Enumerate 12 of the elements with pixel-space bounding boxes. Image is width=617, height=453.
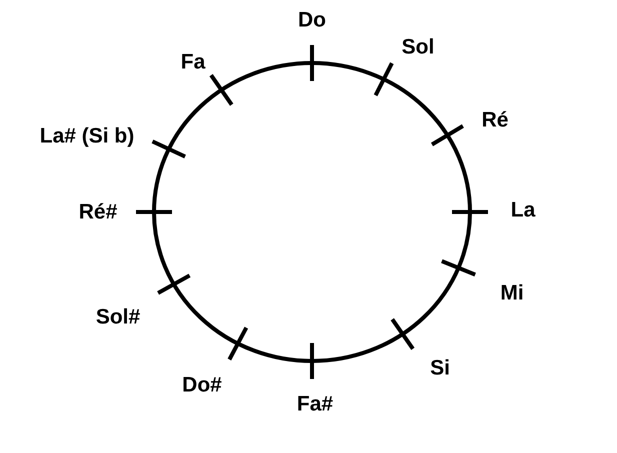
note-label: Ré	[482, 110, 508, 130]
note-label: Do	[298, 10, 326, 30]
note-label: Fa#	[296, 394, 334, 414]
note-label: Fa	[180, 52, 206, 72]
note-label: Ré#	[78, 202, 118, 222]
note-label: La# (Si b)	[40, 126, 134, 146]
note-label: Si	[430, 358, 450, 378]
note-label: La	[510, 200, 536, 220]
note-label: Sol#	[96, 306, 140, 328]
note-label: Sol	[402, 36, 434, 58]
note-label: Do#	[182, 374, 222, 396]
note-label: Mi	[500, 282, 524, 304]
